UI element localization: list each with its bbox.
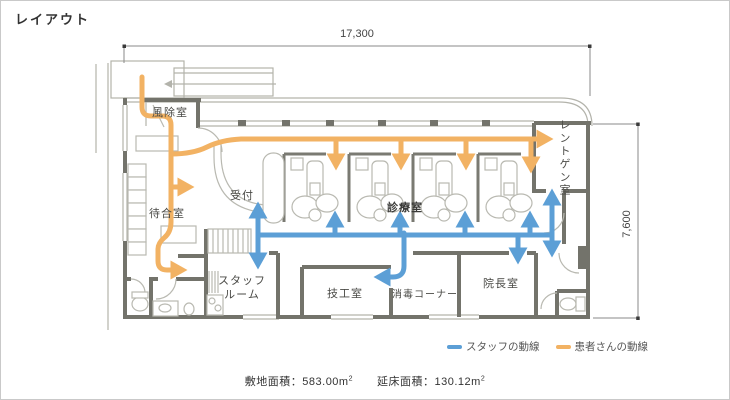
legend-patient-entry: 患者さんの動線 (555, 339, 649, 354)
patient-flow-swatch-icon (555, 344, 571, 349)
room-label-staff-room: スタッフ ルーム (218, 275, 266, 301)
dental-chair-icon (355, 157, 404, 222)
legend-staff-entry: スタッフの動線 (447, 339, 540, 354)
patient-flow-lines (139, 74, 554, 280)
room-label-vestibule: 風除室 (152, 107, 188, 119)
dental-chair-icon (290, 157, 339, 222)
staff-flow-lines (248, 188, 562, 287)
staff-flow-swatch-icon (447, 344, 462, 349)
floor-area-text: 延床面積：130.12m (377, 376, 481, 388)
dimension-dots (122, 44, 640, 320)
dimension-width-label: 17,300 (340, 28, 374, 40)
room-label-treatment: 診療室 (387, 202, 423, 214)
dental-chair-icons (290, 157, 533, 222)
floor-area-sup: 2 (480, 375, 486, 383)
room-label-xray: レントゲン室 (558, 119, 570, 197)
room-label-waiting: 待合室 (149, 208, 185, 220)
legend: スタッフの動線 患者さんの動線 (447, 339, 664, 354)
room-label-director: 院長室 (483, 278, 519, 290)
furniture (127, 104, 586, 317)
windows (122, 105, 479, 320)
dental-chair-icon (484, 157, 533, 222)
dental-chair-icon (419, 157, 468, 222)
driveway-arrow (164, 80, 172, 88)
legend-patient-label: 患者さんの動線 (574, 341, 649, 353)
dimension-lines (123, 45, 639, 319)
room-label-lab: 技工室 (327, 288, 363, 300)
legend-staff-label: スタッフの動線 (466, 341, 540, 353)
dimension-height-label: 7,600 (621, 210, 633, 238)
site-area-sup: 2 (348, 375, 353, 383)
room-label-sterilization: 消毒コーナー (392, 289, 458, 301)
wall-blocks (238, 120, 588, 269)
site-area-text: 敷地面積：583.00m (244, 376, 349, 388)
room-label-reception: 受付 (230, 190, 254, 202)
page-title: レイアウト (15, 12, 91, 27)
